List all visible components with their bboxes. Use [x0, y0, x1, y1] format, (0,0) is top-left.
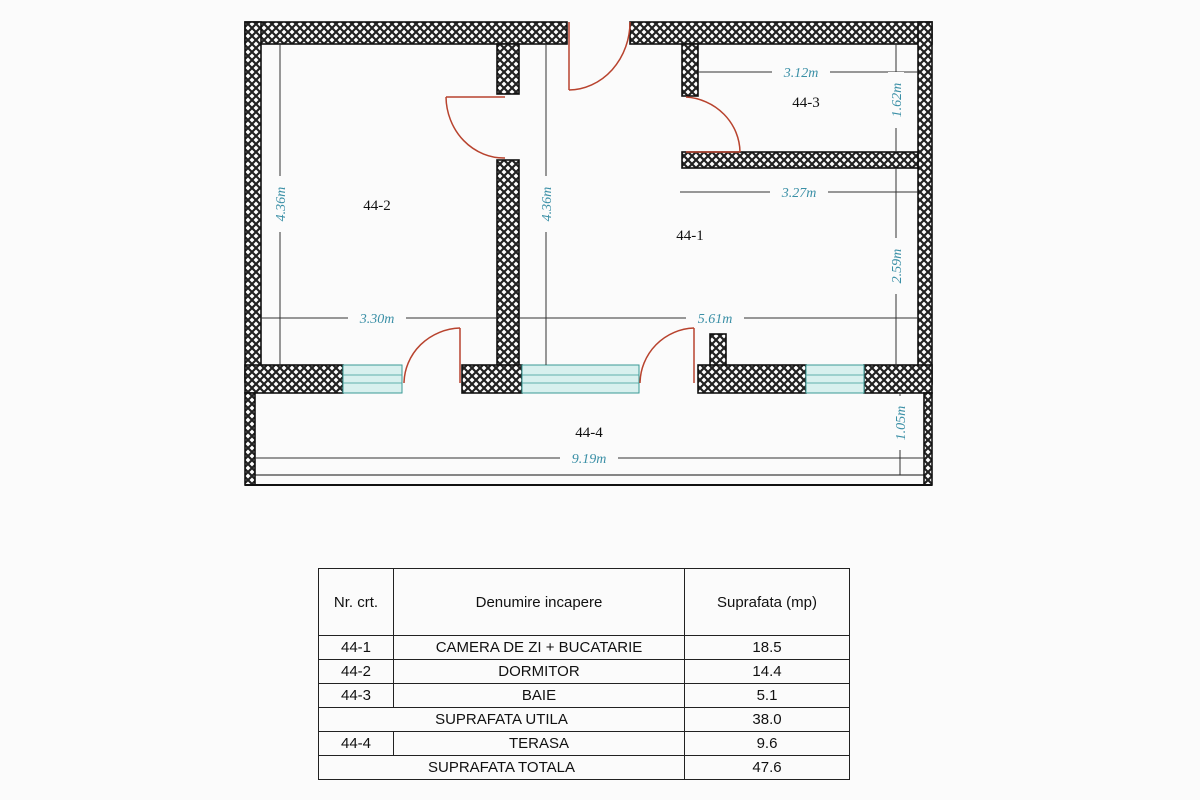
wall-bathroom-left — [681, 43, 699, 97]
terrace-nr: 44-4 — [318, 731, 394, 756]
dim-label-5-61: 5.61m — [698, 312, 733, 327]
wall-stub — [709, 333, 727, 369]
floor-plan: 3.30m 5.61m 3.12m 3.27m 9.19m 4.36m 4.36… — [244, 21, 933, 486]
door-entrance — [568, 21, 631, 91]
wall-bedroom-upper — [496, 43, 520, 95]
terrace-row: 44-4 TERASA 9.6 — [318, 731, 850, 756]
row-area: 14.4 — [684, 659, 850, 684]
row-nr: 44-3 — [318, 683, 394, 708]
wall-left — [244, 21, 262, 383]
dim-label-9-19: 9.19m — [572, 452, 607, 467]
facade-wall-3 — [697, 364, 807, 394]
row-area: 5.1 — [684, 683, 850, 708]
terrace-name: TERASA — [393, 731, 685, 756]
facade-wall-2 — [461, 364, 523, 394]
room-label-44-4: 44-4 — [575, 425, 603, 441]
door-bedroom — [445, 96, 506, 159]
total-area: 47.6 — [684, 755, 850, 780]
subtotal-label: SUPRAFATA UTILA — [318, 707, 685, 732]
window-living-right — [805, 364, 865, 394]
door-bathroom — [685, 96, 741, 153]
wall-bedroom-lower — [496, 159, 520, 369]
terrace-wall-right — [923, 392, 933, 486]
header-name: Denumire incapere — [393, 568, 685, 636]
dim-label-2-59: 2.59m — [890, 249, 905, 284]
row-area: 18.5 — [684, 635, 850, 660]
table-row: 44-3 BAIE 5.1 — [318, 683, 850, 708]
dim-label-3-27: 3.27m — [781, 186, 817, 201]
dim-label-4-36-left: 4.36m — [274, 187, 289, 222]
header-area: Suprafata (mp) — [684, 568, 850, 636]
area-table: Nr. crt. Denumire incapere Suprafata (mp… — [318, 568, 850, 780]
wall-top-right — [629, 21, 933, 45]
room-label-44-2: 44-2 — [363, 198, 391, 214]
table-header-row: Nr. crt. Denumire incapere Suprafata (mp… — [318, 568, 850, 636]
wall-right — [917, 21, 933, 385]
room-label-44-3: 44-3 — [792, 95, 820, 111]
subtotal-row: SUPRAFATA UTILA 38.0 — [318, 707, 850, 732]
row-name: BAIE — [393, 683, 685, 708]
facade-wall-4 — [863, 364, 933, 394]
row-nr: 44-1 — [318, 635, 394, 660]
room-label-44-1: 44-1 — [676, 228, 704, 244]
table-row: 44-2 DORMITOR 14.4 — [318, 659, 850, 684]
window-living-left — [521, 364, 640, 394]
total-row: SUPRAFATA TOTALA 47.6 — [318, 755, 850, 780]
dim-label-1-62: 1.62m — [890, 83, 905, 118]
door-terrace-bedroom — [403, 327, 461, 384]
dim-label-3-30: 3.30m — [359, 312, 395, 327]
row-nr: 44-2 — [318, 659, 394, 684]
dim-label-3-12: 3.12m — [783, 66, 819, 81]
wall-top-left — [244, 21, 568, 45]
facade-wall-1 — [244, 364, 344, 394]
subtotal-area: 38.0 — [684, 707, 850, 732]
row-name: DORMITOR — [393, 659, 685, 684]
dim-label-1-05: 1.05m — [894, 406, 909, 441]
header-nr: Nr. crt. — [318, 568, 394, 636]
total-label: SUPRAFATA TOTALA — [318, 755, 685, 780]
window-bedroom — [342, 364, 403, 394]
terrace-area: 9.6 — [684, 731, 850, 756]
dim-label-4-36-mid: 4.36m — [540, 187, 555, 222]
wall-bathroom-bottom — [681, 151, 919, 169]
table-row: 44-1 CAMERA DE ZI + BUCATARIE 18.5 — [318, 635, 850, 660]
door-terrace-living — [639, 327, 695, 384]
terrace-wall-left — [244, 392, 256, 486]
row-name: CAMERA DE ZI + BUCATARIE — [393, 635, 685, 660]
